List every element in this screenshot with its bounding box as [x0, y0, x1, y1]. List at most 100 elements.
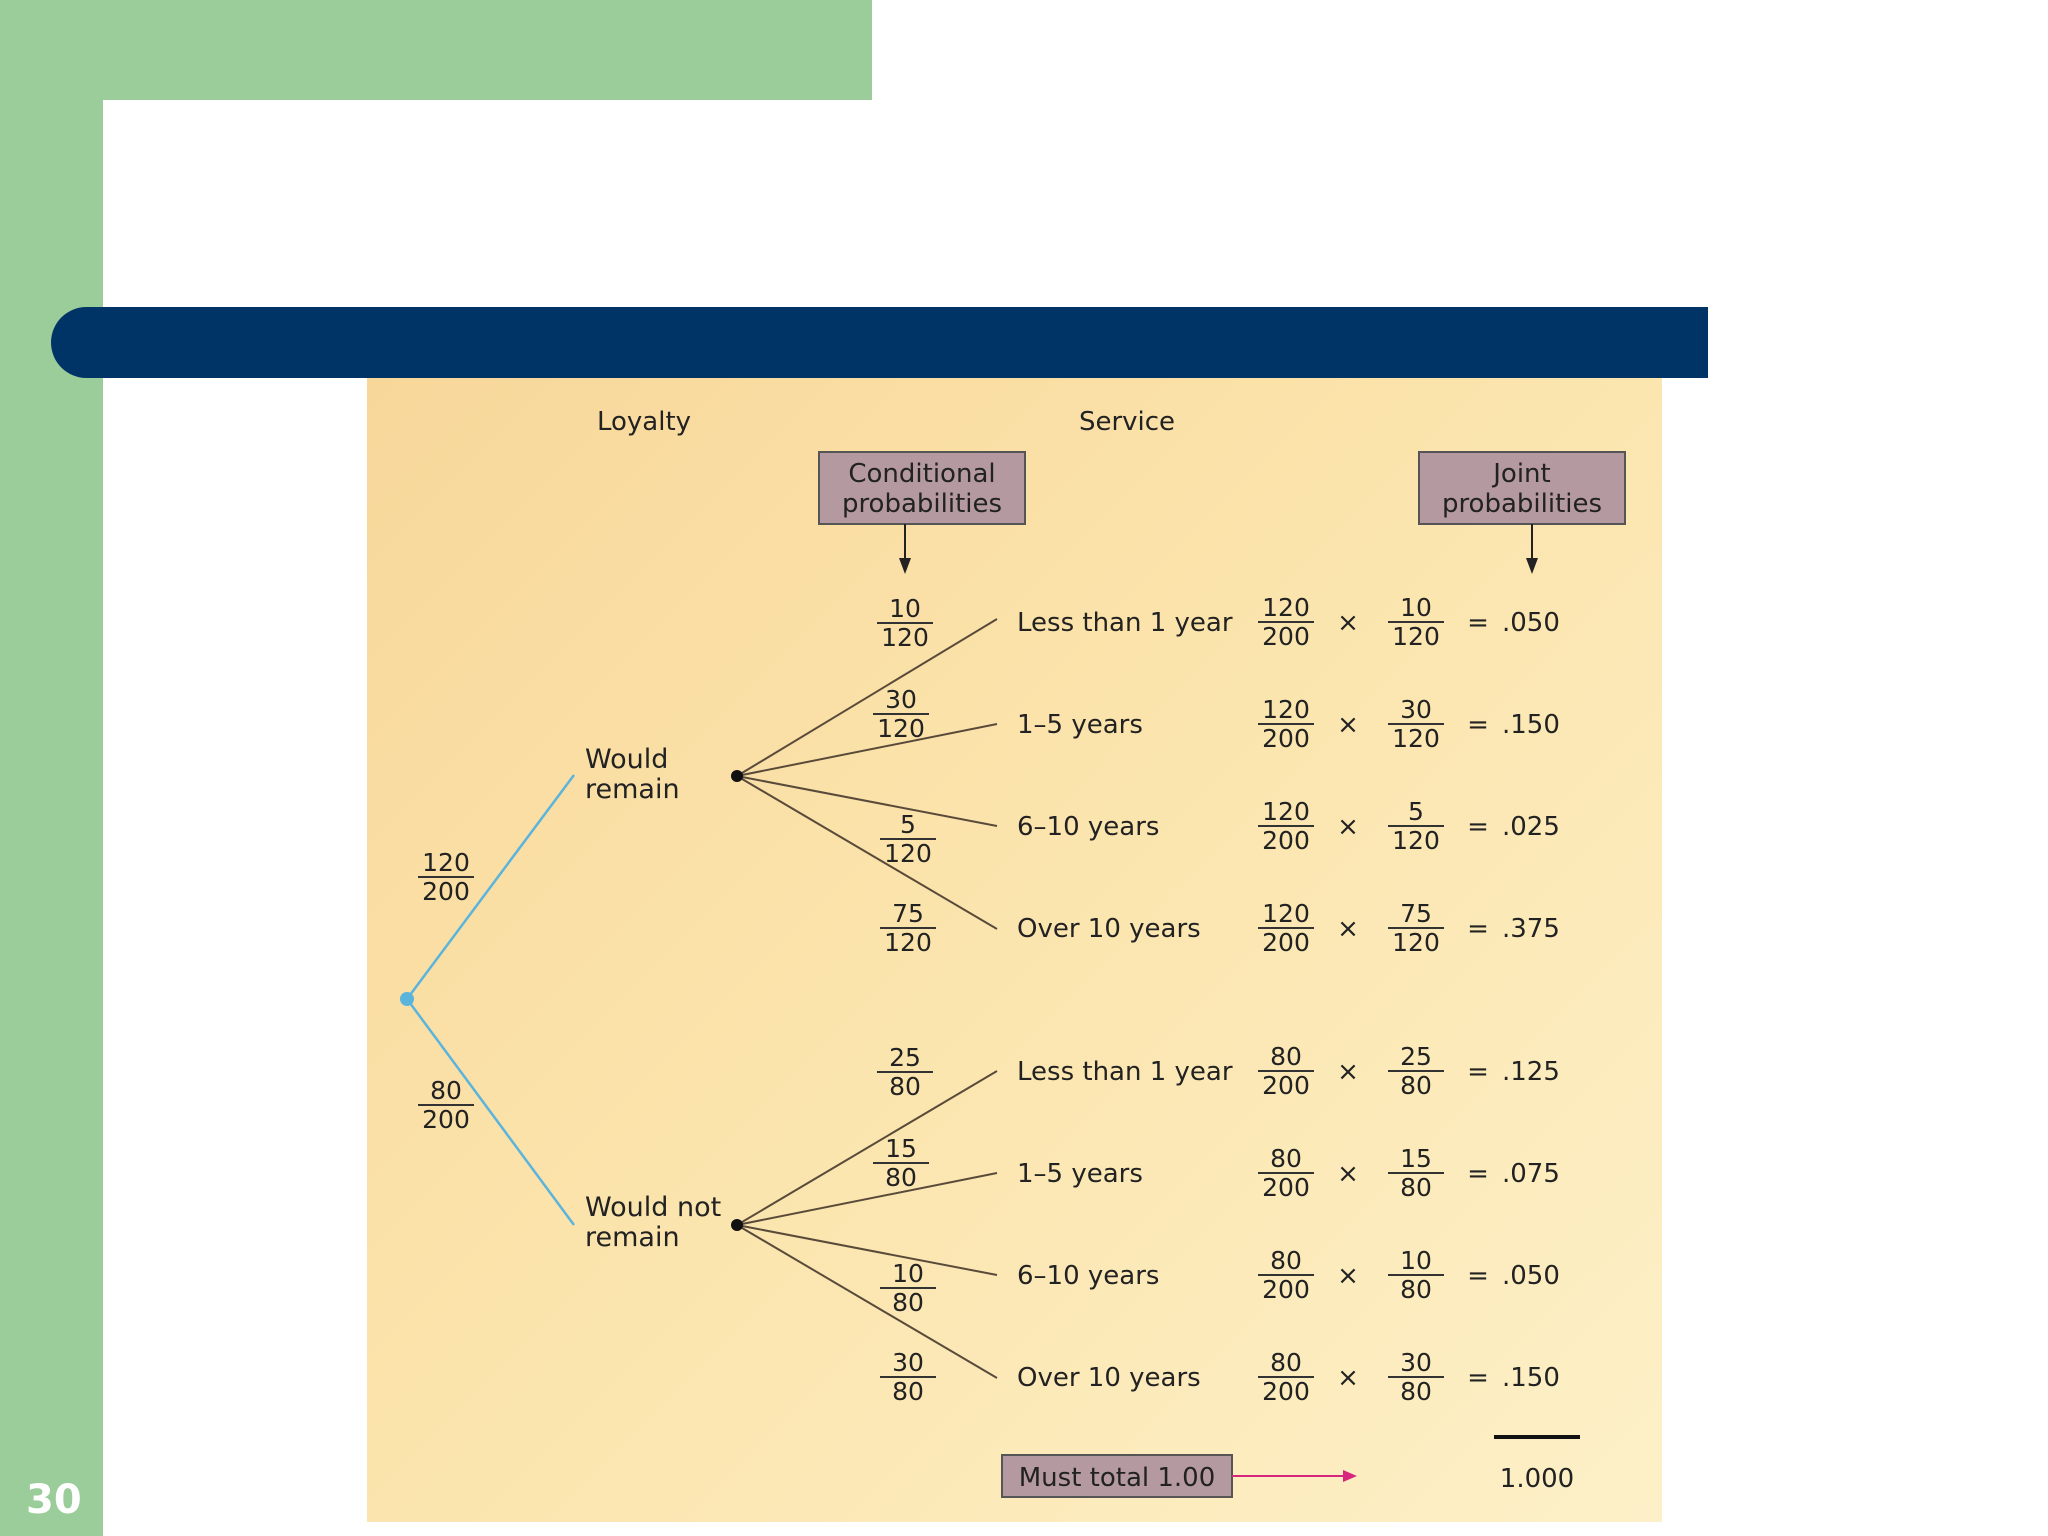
branch-3-multiplier-2-numerator: 5	[1408, 797, 1424, 826]
branch-2-line	[736, 723, 998, 777]
branch-7-line	[736, 1224, 998, 1276]
branch-2-equals-sign: =	[1467, 710, 1489, 740]
branch-2-multiplier-2-denominator: 120	[1392, 724, 1440, 753]
branch-7-equals-sign: =	[1467, 1261, 1489, 1291]
branch-4-line	[736, 775, 998, 930]
branch-5-service-label: Less than 1 year	[1017, 1057, 1233, 1087]
branch-3-multiplier-2-denominator: 120	[1392, 826, 1440, 855]
branch-2-service-label: 1–5 years	[1017, 710, 1143, 740]
must-total-arrow-head	[1343, 1470, 1357, 1482]
branch-7-multiplier-1-denominator: 200	[1262, 1275, 1310, 1304]
would-not-remain-label-line-1: Would not	[585, 1192, 721, 1223]
branch-8-times-sign: ×	[1337, 1363, 1359, 1393]
would-remain-label-line-2: remain	[585, 774, 680, 805]
branch-7-times-sign: ×	[1337, 1261, 1359, 1291]
branch-4-multiplier-2-denominator: 120	[1392, 928, 1440, 957]
branch-1-multiplier-1-denominator: 200	[1262, 622, 1310, 651]
branch-7-joint-result: .050	[1502, 1261, 1560, 1291]
branch-3-line	[736, 775, 998, 827]
prob-would-remain-numerator: 120	[422, 848, 470, 877]
branch-4-times-sign: ×	[1337, 914, 1359, 944]
branch-6-line	[736, 1172, 998, 1226]
branch-3-conditional-fraction-numerator: 5	[900, 810, 916, 839]
branch-6-multiplier-1-numerator: 80	[1270, 1144, 1302, 1173]
branch-3-equals-sign: =	[1467, 812, 1489, 842]
branch-2-multiplier-1-numerator: 120	[1262, 695, 1310, 724]
branch-would-not-remain	[405, 998, 576, 1226]
branch-3-multiplier-1-numerator: 120	[1262, 797, 1310, 826]
branch-4-equals-sign: =	[1467, 914, 1489, 944]
joint-arrow-head	[1526, 558, 1538, 574]
branch-4-conditional-fraction-denominator: 120	[884, 928, 932, 957]
branch-5-conditional-fraction-denominator: 80	[889, 1072, 921, 1101]
branch-5-times-sign: ×	[1337, 1057, 1359, 1087]
branch-5-conditional-fraction-numerator: 25	[889, 1043, 921, 1072]
branch-1-multiplier-2-numerator: 10	[1400, 593, 1432, 622]
service-header: Service	[1079, 407, 1175, 437]
must-total-label: Must total 1.00	[1019, 1463, 1216, 1493]
loyalty-header: Loyalty	[597, 407, 691, 437]
branch-4-service-label: Over 10 years	[1017, 914, 1201, 944]
branch-7-multiplier-2-denominator: 80	[1400, 1275, 1432, 1304]
branch-8-conditional-fraction-numerator: 30	[892, 1348, 924, 1377]
branch-3-joint-result: .025	[1502, 812, 1560, 842]
branch-2-multiplier-1-denominator: 200	[1262, 724, 1310, 753]
branch-4-multiplier-1-denominator: 200	[1262, 928, 1310, 957]
branch-1-line	[736, 618, 998, 777]
branch-1-joint-result: .050	[1502, 608, 1560, 638]
branch-4-multiplier-1-numerator: 120	[1262, 899, 1310, 928]
joint-probabilities-box	[1418, 451, 1626, 525]
branch-3-service-label: 6–10 years	[1017, 812, 1159, 842]
would-remain-label-line-1: Would	[585, 744, 668, 775]
branch-would-remain	[405, 774, 576, 1000]
branch-6-times-sign: ×	[1337, 1159, 1359, 1189]
branch-5-joint-result: .125	[1502, 1057, 1560, 1087]
branch-6-equals-sign: =	[1467, 1159, 1489, 1189]
branch-2-times-sign: ×	[1337, 710, 1359, 740]
top-green-band	[0, 0, 872, 100]
left-green-band	[0, 0, 103, 1536]
branch-6-conditional-fraction-denominator: 80	[885, 1163, 917, 1192]
prob-would-not-remain-denominator: 200	[422, 1105, 470, 1134]
branch-5-equals-sign: =	[1467, 1057, 1489, 1087]
title-divider-bar	[51, 307, 1708, 378]
root-node	[400, 992, 414, 1006]
branch-6-multiplier-2-numerator: 15	[1400, 1144, 1432, 1173]
node-would-remain	[731, 770, 743, 782]
branch-5-multiplier-1-denominator: 200	[1262, 1071, 1310, 1100]
branch-6-conditional-fraction-numerator: 15	[885, 1134, 917, 1163]
branch-7-multiplier-1-numerator: 80	[1270, 1246, 1302, 1275]
branch-5-line	[736, 1070, 998, 1226]
branch-2-multiplier-2-numerator: 30	[1400, 695, 1432, 724]
branch-8-multiplier-1-numerator: 80	[1270, 1348, 1302, 1377]
prob-would-not-remain-numerator: 80	[430, 1076, 462, 1105]
conditional-probabilities-line-2: probabilities	[842, 489, 1002, 519]
branch-7-conditional-fraction-denominator: 80	[892, 1288, 924, 1317]
branch-3-times-sign: ×	[1337, 812, 1359, 842]
joint-probabilities-line-1: Joint	[1491, 459, 1550, 489]
node-would-not-remain	[731, 1219, 743, 1231]
branch-1-equals-sign: =	[1467, 608, 1489, 638]
branch-2-conditional-fraction-denominator: 120	[877, 714, 925, 743]
joint-probabilities-line-2: probabilities	[1442, 489, 1602, 519]
branch-6-multiplier-1-denominator: 200	[1262, 1173, 1310, 1202]
branch-7-service-label: 6–10 years	[1017, 1261, 1159, 1291]
branch-7-conditional-fraction-numerator: 10	[892, 1259, 924, 1288]
branch-1-multiplier-1-numerator: 120	[1262, 593, 1310, 622]
branch-6-joint-result: .075	[1502, 1159, 1560, 1189]
would-not-remain-label-line-2: remain	[585, 1222, 680, 1253]
branch-4-joint-result: .375	[1502, 914, 1560, 944]
must-total-box	[1001, 1454, 1233, 1498]
prob-would-remain-denominator: 200	[422, 877, 470, 906]
branch-8-line	[736, 1224, 998, 1379]
branch-7-multiplier-2-numerator: 10	[1400, 1246, 1432, 1275]
branch-6-service-label: 1–5 years	[1017, 1159, 1143, 1189]
conditional-arrow-head	[899, 558, 911, 574]
branch-1-service-label: Less than 1 year	[1017, 608, 1233, 638]
branch-5-multiplier-2-numerator: 25	[1400, 1042, 1432, 1071]
branch-3-multiplier-1-denominator: 200	[1262, 826, 1310, 855]
slide-number: 30	[26, 1477, 82, 1523]
branch-8-conditional-fraction-denominator: 80	[892, 1377, 924, 1406]
